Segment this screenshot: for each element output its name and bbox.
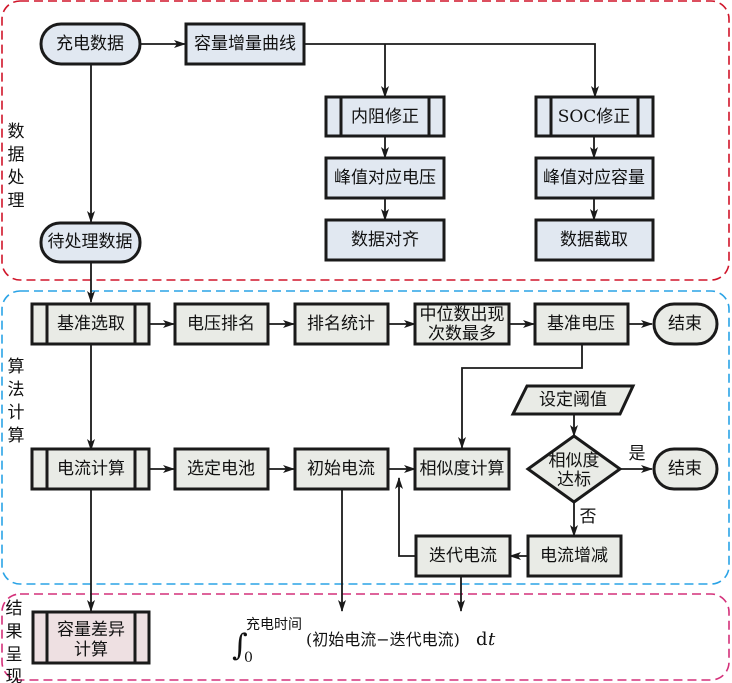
section-label-char: 果	[6, 622, 23, 642]
node-pending-data[interactable]: 待处理数据	[39, 221, 142, 264]
svg-text:容量增量曲线: 容量增量曲线	[194, 34, 296, 54]
svg-text:计算: 计算	[74, 640, 108, 660]
node-current-adjust[interactable]: 电流增减	[526, 534, 623, 578]
node-median-most[interactable]: 中位数出现 次数最多	[413, 302, 511, 346]
svg-text:初始电流: 初始电流	[307, 459, 375, 479]
section-label-char: 理	[8, 191, 25, 211]
svg-text:基准选取: 基准选取	[57, 314, 125, 334]
svg-text:峰值对应电压: 峰值对应电压	[334, 168, 436, 188]
svg-text:电压排名: 电压排名	[187, 314, 255, 334]
differential-d: d	[476, 629, 488, 650]
svg-text:充电数据: 充电数据	[56, 34, 124, 54]
section-label-char: 算	[8, 426, 25, 446]
node-current-calc[interactable]: 电流计算	[30, 447, 151, 491]
section-data-processing	[1, 0, 730, 281]
node-initial-current[interactable]: 初始电流	[293, 447, 390, 491]
svg-text:峰值对应容量: 峰值对应容量	[543, 168, 645, 188]
node-baseline-voltage[interactable]: 基准电压	[533, 302, 630, 346]
section-label-result: 结 果 呈 现	[6, 599, 23, 683]
node-similarity-decision[interactable]: 相似度 达标	[525, 434, 623, 504]
node-end-1[interactable]: 结束	[652, 302, 719, 346]
svg-text:数据截取: 数据截取	[560, 230, 628, 250]
integral-formula: ∫ 充电时间 0 (初始电流−迭代电流) d t	[232, 617, 496, 666]
node-baseline-select[interactable]: 基准选取	[30, 302, 151, 346]
edge	[395, 477, 416, 557]
section-label-char: 结	[6, 599, 23, 619]
section-label-char: 计	[8, 403, 25, 423]
section-label-data-processing: 数 据 处 理	[8, 122, 25, 211]
connectors	[87, 40, 653, 612]
svg-text:相似度: 相似度	[549, 451, 600, 471]
svg-text:迭代电流: 迭代电流	[429, 546, 497, 566]
edge-label-no: 否	[580, 507, 597, 527]
svg-text:基准电压: 基准电压	[547, 314, 615, 334]
svg-text:内阻修正: 内阻修正	[351, 107, 419, 127]
differential-variable: t	[488, 629, 496, 650]
section-algorithm	[1, 290, 730, 585]
edge	[304, 43, 599, 98]
svg-text:设定阈值: 设定阈值	[539, 390, 607, 410]
lower-limit: 0	[244, 650, 253, 666]
svg-text:选定电池: 选定电池	[187, 459, 255, 479]
node-iter-current[interactable]: 迭代电流	[414, 534, 512, 578]
node-similarity-calc[interactable]: 相似度计算	[413, 447, 511, 491]
section-label-char: 法	[8, 380, 25, 400]
svg-text:次数最多: 次数最多	[428, 324, 496, 344]
node-rank-stats[interactable]: 排名统计	[293, 302, 390, 346]
section-label-algorithm: 算 法 计 算	[8, 357, 25, 446]
edge-label-yes: 是	[629, 444, 646, 464]
upper-limit: 充电时间	[246, 617, 302, 633]
node-data-align[interactable]: 数据对齐	[324, 218, 446, 262]
node-set-threshold[interactable]: 设定阈值	[510, 384, 636, 416]
svg-text:结束: 结束	[668, 314, 702, 334]
node-peak-capacity[interactable]: 峰值对应容量	[534, 156, 655, 200]
node-voltage-rank[interactable]: 电压排名	[173, 302, 270, 346]
svg-text:电流增减: 电流增减	[540, 546, 608, 566]
node-end-2[interactable]: 结束	[652, 447, 719, 491]
svg-text:中位数出现: 中位数出现	[420, 305, 505, 325]
node-select-battery[interactable]: 选定电池	[173, 447, 270, 491]
section-label-char: 现	[6, 667, 23, 683]
section-label-char: 据	[8, 145, 25, 165]
section-result	[1, 593, 730, 681]
svg-text:SOC修正: SOC修正	[558, 107, 631, 127]
svg-text:相似度计算: 相似度计算	[420, 459, 505, 479]
section-label-char: 处	[8, 168, 25, 188]
node-ic-curve[interactable]: 容量增量曲线	[184, 22, 306, 66]
integral-sign: ∫	[232, 628, 248, 663]
section-label-char: 数	[8, 122, 25, 142]
svg-text:待处理数据: 待处理数据	[48, 232, 133, 252]
section-label-char: 呈	[6, 645, 23, 665]
integrand: (初始电流−迭代电流)	[306, 630, 460, 649]
svg-text:排名统计: 排名统计	[307, 314, 375, 334]
svg-text:容量差异: 容量差异	[57, 620, 125, 640]
node-data-clip[interactable]: 数据截取	[534, 218, 655, 262]
section-label-char: 算	[8, 357, 25, 377]
svg-text:数据对齐: 数据对齐	[351, 230, 419, 250]
svg-text:结束: 结束	[668, 459, 702, 479]
node-peak-voltage[interactable]: 峰值对应电压	[324, 156, 446, 200]
node-charge-data[interactable]: 充电数据	[39, 22, 142, 66]
node-capacity-diff[interactable]: 容量差异 计算	[31, 610, 151, 665]
node-soc-correction[interactable]: SOC修正	[534, 95, 655, 138]
svg-text:电流计算: 电流计算	[57, 459, 125, 479]
svg-text:达标: 达标	[557, 470, 591, 490]
node-resistance-correction[interactable]: 内阻修正	[324, 95, 446, 138]
edge	[458, 345, 583, 449]
